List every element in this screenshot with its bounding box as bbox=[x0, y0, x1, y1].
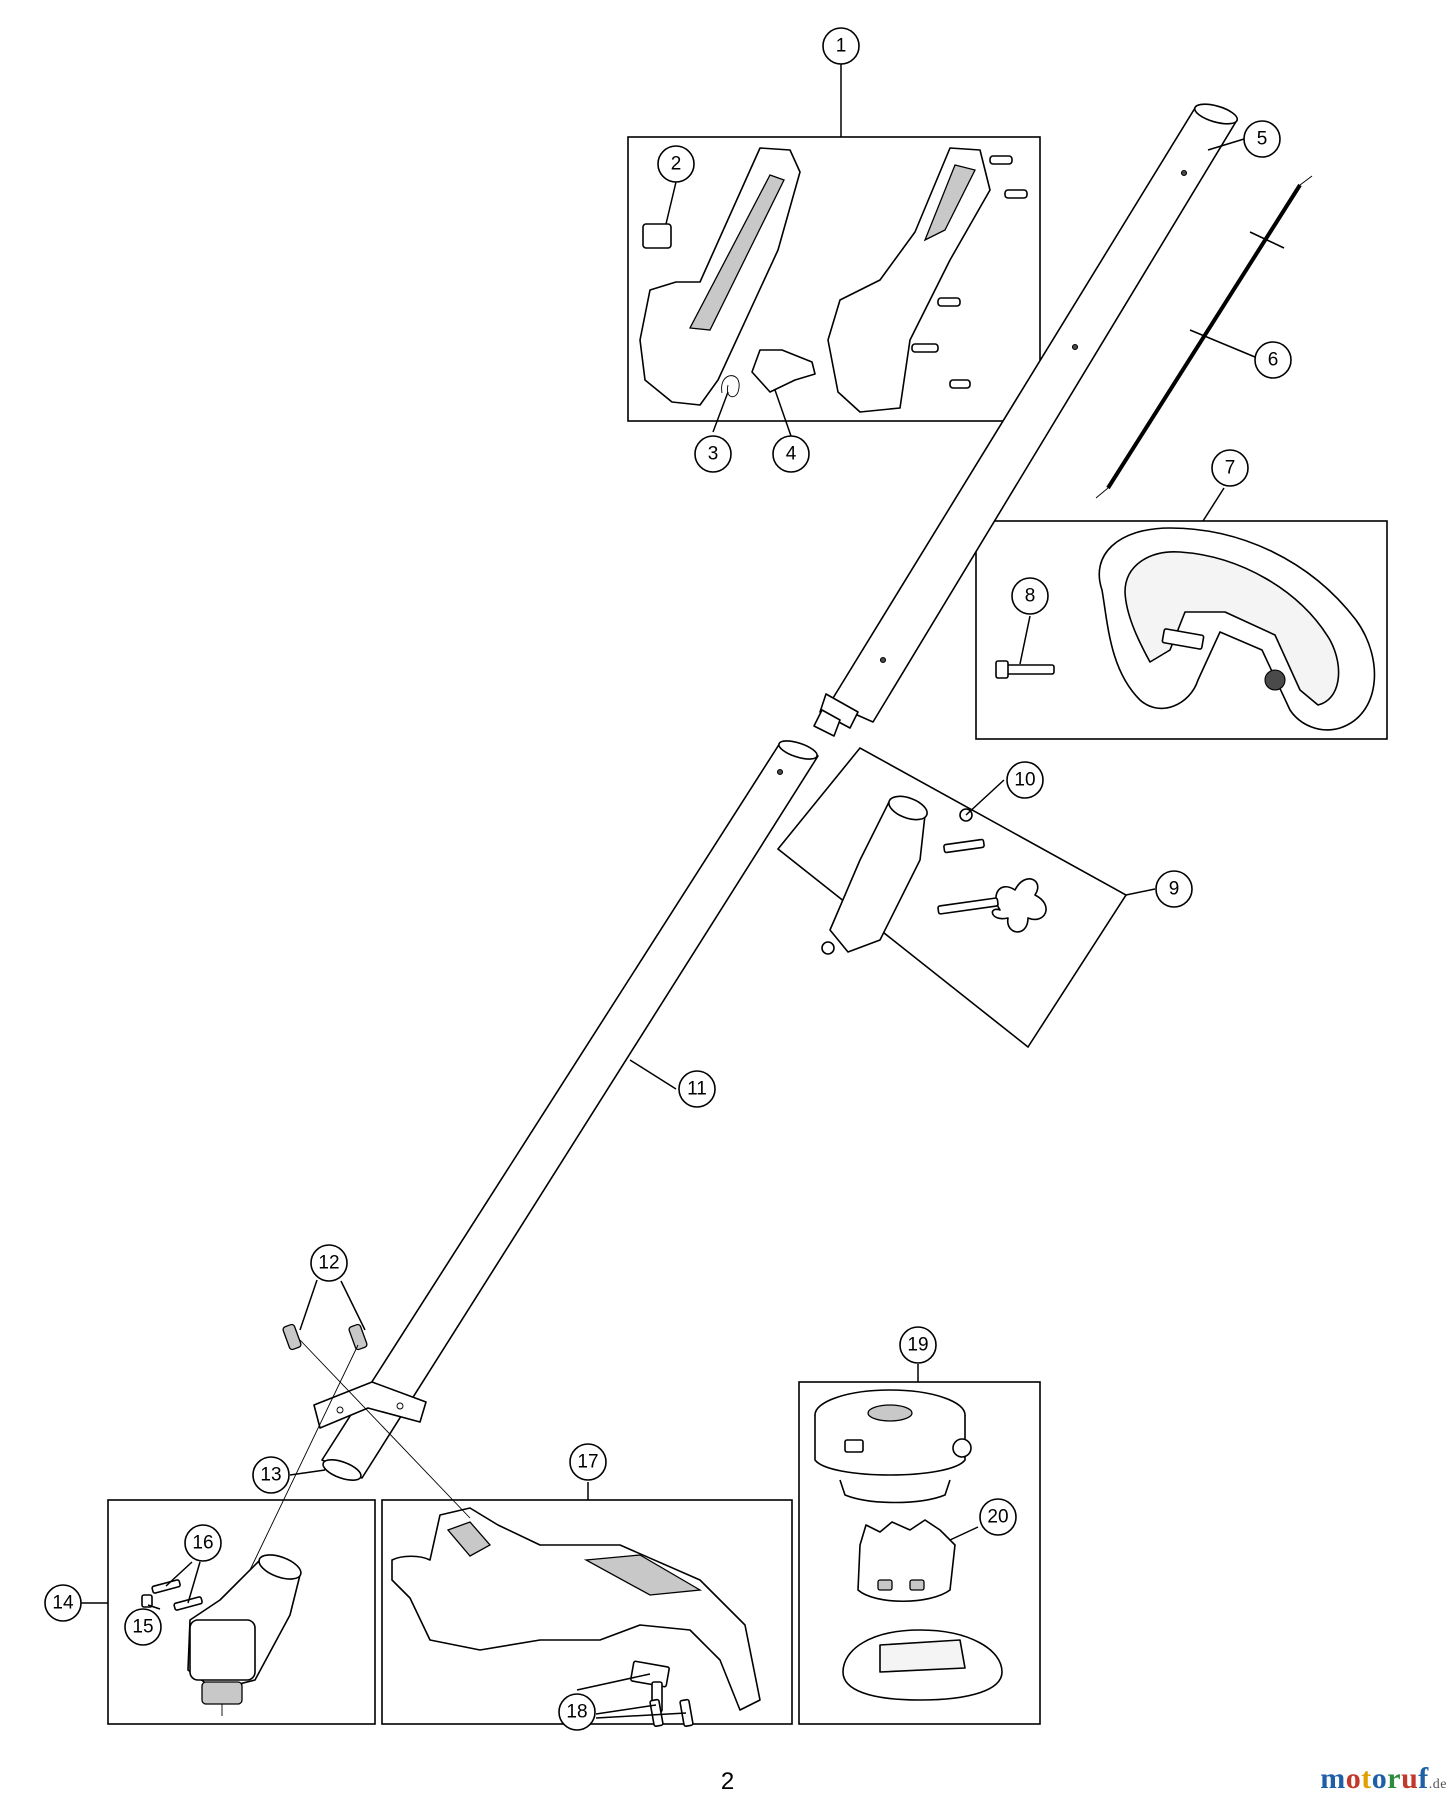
handle-housing-group bbox=[639, 147, 1028, 413]
callout-16: 16 bbox=[184, 1524, 222, 1562]
svg-text:15: 15 bbox=[132, 1617, 153, 1638]
svg-text:16: 16 bbox=[192, 1533, 213, 1554]
group-frame-19 bbox=[798, 1381, 1041, 1725]
watermark-letter: o bbox=[1371, 1762, 1388, 1795]
screw-part-16b bbox=[173, 1596, 203, 1611]
callout-1: 1 bbox=[822, 27, 860, 65]
page-number: 2 bbox=[720, 1768, 735, 1795]
callout-10: 10 bbox=[1006, 761, 1044, 799]
callout-13: 13 bbox=[252, 1456, 290, 1494]
leader-lines bbox=[81, 64, 1256, 1719]
callout-12: 12 bbox=[310, 1244, 348, 1282]
switch-part-2 bbox=[642, 223, 672, 249]
svg-text:13: 13 bbox=[260, 1465, 281, 1486]
callout-6: 6 bbox=[1254, 341, 1292, 379]
spring-part-3 bbox=[721, 375, 740, 398]
callout-4: 4 bbox=[772, 435, 810, 473]
watermark-suffix: .de bbox=[1428, 1777, 1447, 1792]
watermark-letter: o bbox=[1345, 1762, 1362, 1795]
watermark-letter: f bbox=[1418, 1762, 1429, 1795]
callout-11: 11 bbox=[678, 1070, 716, 1108]
gear-head-group bbox=[141, 1554, 302, 1716]
bolt-part-8 bbox=[995, 660, 1055, 679]
svg-text:14: 14 bbox=[52, 1593, 74, 1614]
screw-part-16a bbox=[151, 1579, 181, 1594]
callout-18: 18 bbox=[558, 1693, 596, 1731]
watermark-logo: motoruf.de bbox=[1320, 1762, 1447, 1796]
svg-text:9: 9 bbox=[1169, 879, 1180, 900]
callout-7: 7 bbox=[1211, 449, 1249, 487]
callout-9: 9 bbox=[1155, 870, 1193, 908]
group-frame-9 bbox=[776, 746, 1128, 1049]
watermark-letters: motoruf bbox=[1320, 1762, 1429, 1795]
svg-text:20: 20 bbox=[987, 1507, 1008, 1528]
group-frame-7 bbox=[975, 520, 1388, 740]
group-frame-14 bbox=[107, 1499, 376, 1725]
callout-2: 2 bbox=[657, 145, 695, 183]
svg-text:11: 11 bbox=[687, 1079, 707, 1100]
screw-part-15 bbox=[141, 1594, 153, 1608]
svg-text:19: 19 bbox=[907, 1335, 928, 1356]
svg-text:4: 4 bbox=[786, 444, 797, 465]
callout-14: 14 bbox=[44, 1584, 82, 1622]
trigger-part-4 bbox=[751, 349, 816, 393]
svg-text:5: 5 bbox=[1257, 129, 1268, 150]
svg-text:10: 10 bbox=[1014, 770, 1035, 791]
callout-8: 8 bbox=[1011, 577, 1049, 615]
loop-handle-group bbox=[995, 527, 1376, 731]
spool-part-20 bbox=[857, 1519, 956, 1602]
callout-3: 3 bbox=[694, 435, 732, 473]
svg-text:8: 8 bbox=[1025, 586, 1036, 607]
group-frame-1 bbox=[627, 136, 1041, 422]
svg-text:1: 1 bbox=[836, 36, 847, 57]
callout-5: 5 bbox=[1243, 120, 1281, 158]
watermark-letter: u bbox=[1401, 1762, 1419, 1795]
svg-text:7: 7 bbox=[1225, 458, 1236, 479]
trimmer-head-group bbox=[814, 1389, 1003, 1701]
shaft-clamp bbox=[282, 1323, 427, 1429]
callout-19: 19 bbox=[899, 1326, 937, 1364]
callout-17: 17 bbox=[569, 1443, 607, 1481]
callout-20: 20 bbox=[979, 1498, 1017, 1536]
watermark-letter: r bbox=[1387, 1762, 1402, 1795]
callout-15: 15 bbox=[124, 1608, 162, 1646]
svg-text:12: 12 bbox=[318, 1253, 339, 1274]
upper-shaft-part-5 bbox=[813, 103, 1239, 737]
coupler-group bbox=[821, 795, 1047, 955]
svg-text:18: 18 bbox=[566, 1702, 587, 1723]
svg-text:2: 2 bbox=[671, 154, 682, 175]
svg-text:6: 6 bbox=[1268, 350, 1279, 371]
svg-text:17: 17 bbox=[577, 1452, 598, 1473]
watermark-letter: m bbox=[1320, 1762, 1346, 1795]
watermark-letter: t bbox=[1361, 1762, 1372, 1795]
lower-shaft-part-11 bbox=[321, 740, 819, 1481]
svg-text:3: 3 bbox=[708, 444, 719, 465]
